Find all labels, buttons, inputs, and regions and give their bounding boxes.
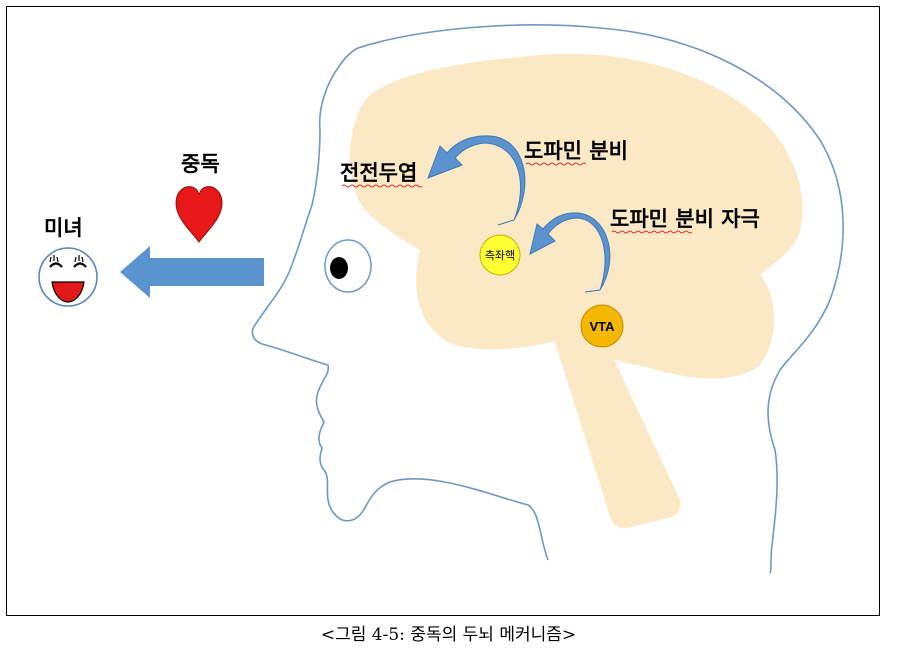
eye-pupil [330,257,348,279]
dopamine-stimulate-label: 도파민 분비 자극 [610,207,760,231]
dopamine-stimulate-squiggle [611,230,693,234]
nucleus-accumbens-label: 측좌핵 [485,249,515,262]
curved-arrow-dopamine-stimulate [529,212,611,293]
heart-icon [175,186,223,243]
brain-stem [548,320,681,529]
vta-node [580,304,624,348]
head-outline [251,24,844,574]
dopamine-release-label: 도파민 분비 [524,139,628,163]
addiction-arrow [120,246,264,298]
figure-frame [6,6,880,616]
nucleus-accumbens-node [479,234,521,276]
miny-label: 미녀 [44,216,83,240]
figure-caption: <그림 4-5: 중독의 두뇌 메커니즘> [320,625,577,645]
curved-arrow-dopamine-release [427,135,526,226]
addiction-label: 중독 [181,152,220,176]
prefrontal-squiggle [341,184,423,188]
eye-white [324,239,372,293]
vta-label: VTA [589,319,615,334]
smiley-face-icon [38,247,98,307]
prefrontal-label: 전전두엽 [340,161,417,185]
dopamine-release-squiggle [525,162,587,166]
